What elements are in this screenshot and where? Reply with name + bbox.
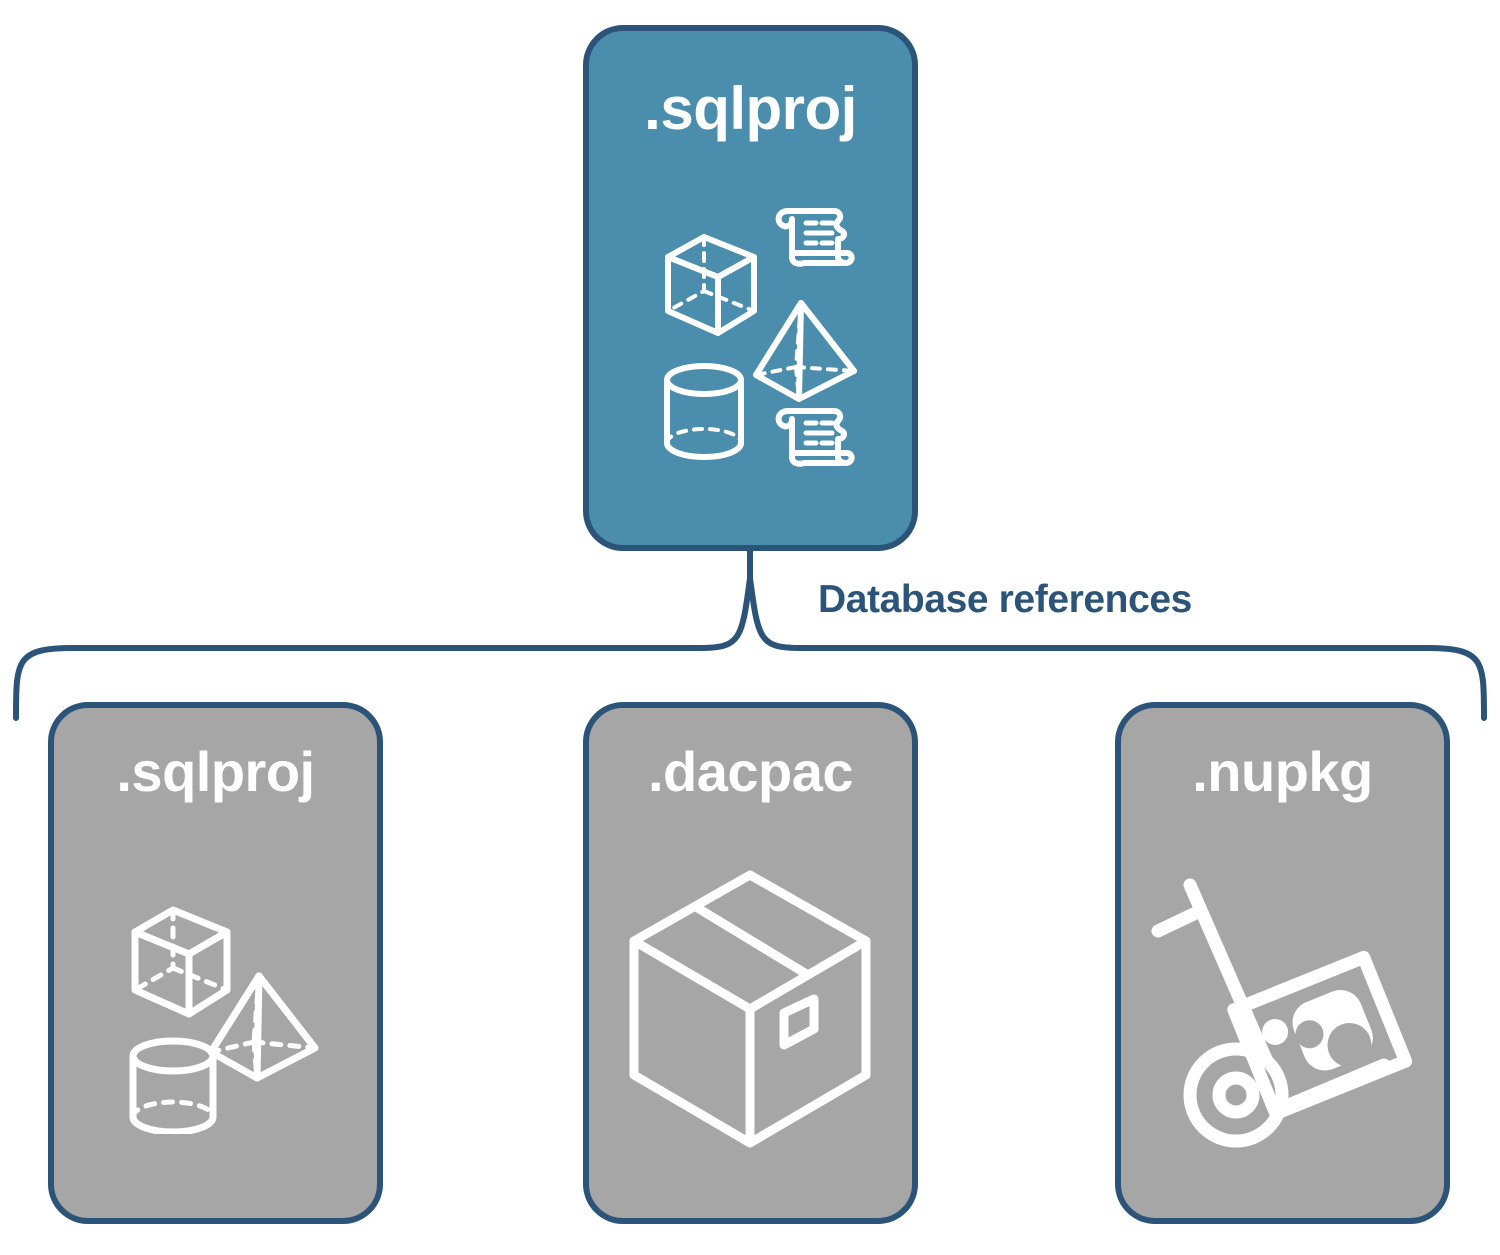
shapes-icon-group [129,906,318,1134]
node-icon-cluster [589,133,912,545]
cylinder-wireframe-icon [663,363,744,460]
script-scroll-icon [775,208,855,267]
cube-wireframe-icon [131,906,230,1018]
hand-truck-package-icon [1151,878,1412,1148]
node-reference-nupkg[interactable]: .nupkg [1115,702,1450,1224]
pyramid-wireframe-icon [752,300,857,402]
package-box-icon [629,870,871,1148]
node-icon-cluster [54,800,377,1218]
nuget-hole-large [1326,1023,1371,1068]
cylinder-wireframe-icon [129,1037,216,1134]
node-reference-sqlproj[interactable]: .sqlproj [48,702,383,1224]
cube-wireframe-icon [664,234,757,336]
node-reference-dacpac[interactable]: .dacpac [583,702,918,1224]
nuget-hole-small [1294,1020,1323,1049]
node-title: .dacpac [647,740,854,803]
node-title: .sqlproj [644,75,857,142]
pyramid-wireframe-icon [207,972,318,1082]
nuget-dot-small [1261,1018,1288,1045]
connector-label: Database references [818,578,1192,621]
node-title: .nupkg [1192,740,1373,803]
shapes-and-scripts-icon-group [663,208,857,467]
script-scroll-icon [775,408,855,467]
package-outline [1226,950,1412,1121]
node-icon-cluster [1121,800,1444,1218]
node-title: .sqlproj [116,740,315,803]
node-icon-cluster [589,800,912,1218]
node-sqlproj-root[interactable]: .sqlproj [583,25,918,551]
brace-path [13,575,1487,721]
